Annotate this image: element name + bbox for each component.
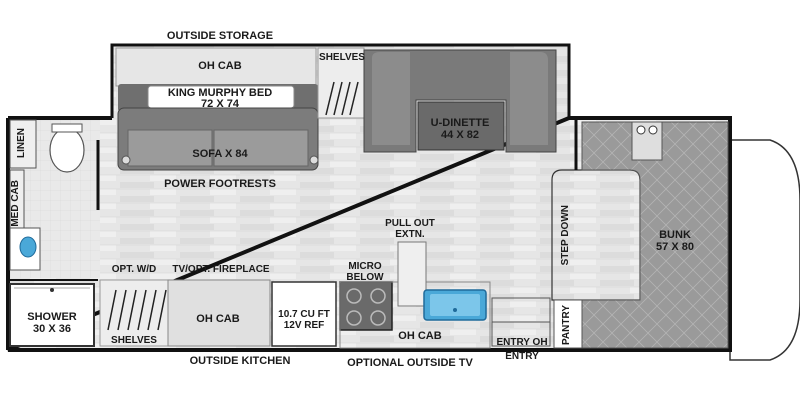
outer-wall [7,116,732,352]
label-linen: LINEN [16,128,27,158]
label-pull-out-1: PULL OUT [385,218,435,229]
label-sofa: SOFA X 84 [192,148,248,160]
label-outside-storage: OUTSIDE STORAGE [166,30,274,42]
label-opt-wd: OPT. W/D [111,264,157,275]
bath-sink-icon [19,236,37,258]
label-power-footrests: POWER FOOTRESTS [164,178,276,190]
label-shelves-top: SHELVES [319,52,365,63]
label-oh-cab-kitchen: OH CAB [196,313,240,325]
label-shower-name: SHOWER [27,311,77,323]
pantry [553,299,583,349]
label-shelves-bottom: SHELVES [111,335,157,346]
label-step-down: STEP DOWN [560,205,571,266]
label-ref-1: 10.7 CU FT [278,309,330,320]
label-oh-cab-sink: OH CAB [398,330,442,342]
label-micro-1: MICRO [348,261,382,272]
pull-out-extension [397,241,427,307]
bunk-storage [631,121,663,161]
cab-nose [729,139,800,361]
label-ref-2: 12V REF [283,320,325,331]
label-bunk-name: BUNK [659,229,691,241]
shower [9,283,95,347]
label-murphy-bed-size: 72 X 74 [201,98,239,110]
oh-cab-kitchen [167,279,271,347]
label-tv-fireplace: TV/OPT. FIREPLACE [172,264,270,275]
label-bunk-size: 57 X 80 [656,241,694,253]
stove [339,281,393,331]
refrigerator [271,281,337,347]
linen-cabinet [9,119,37,169]
label-outside-kitchen: OUTSIDE KITCHEN [189,355,291,367]
label-entry-oh: ENTRY OH [496,337,548,348]
label-pull-out-2: EXTN. [395,229,425,240]
toilet [49,127,85,173]
label-med-cab: MED CAB [10,180,21,227]
label-murphy-bed-name: KING MURPHY BED [167,87,273,99]
label-micro-2: BELOW [346,272,384,283]
u-dinette [363,49,557,153]
label-optional-outside-tv: OPTIONAL OUTSIDE TV [347,357,473,369]
label-u-dinette-size: 44 X 82 [441,129,479,141]
label-entry: ENTRY [505,351,539,362]
bunk [581,121,729,349]
label-shower-size: 30 X 36 [33,323,71,335]
dinette-table [417,101,505,151]
label-u-dinette-name: U-DINETTE [430,117,490,129]
label-pantry: PANTRY [561,305,572,345]
label-oh-cab-top: OH CAB [198,60,242,72]
